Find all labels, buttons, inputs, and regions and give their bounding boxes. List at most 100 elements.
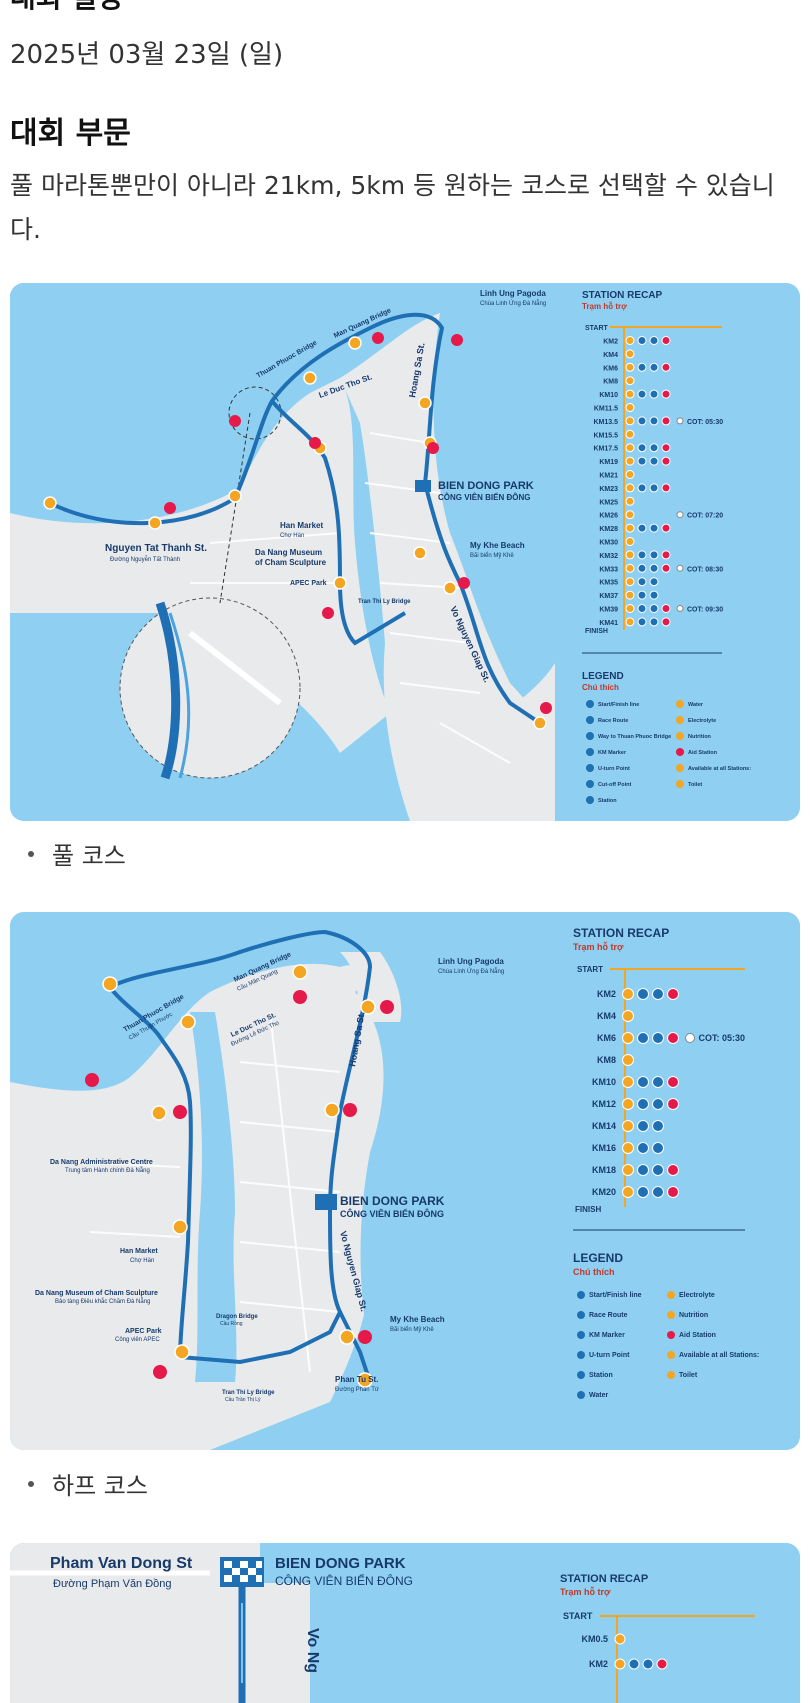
half-station-icon bbox=[667, 1186, 679, 1198]
half-course-map[interactable]: BIEN DONG PARK CÔNG VIÊN BIỂN ĐÔNG Linh … bbox=[10, 912, 800, 1450]
half-legend-label: Race Route bbox=[589, 1312, 628, 1319]
full-station-icon bbox=[625, 550, 635, 560]
half-station-icon bbox=[637, 1120, 649, 1132]
full-finish-label: FINISH bbox=[585, 628, 608, 635]
fivek-park-label: BIEN DONG PARK bbox=[275, 1555, 406, 1572]
full-station-icon bbox=[625, 362, 635, 372]
full-legend-icon bbox=[676, 700, 684, 708]
half-legend-icon bbox=[667, 1351, 675, 1359]
full-station-icon bbox=[625, 537, 635, 546]
half-station-icon bbox=[622, 1186, 634, 1198]
full-station-icon bbox=[625, 456, 635, 466]
full-legend-icon bbox=[676, 716, 684, 724]
half-station-icon bbox=[637, 1076, 649, 1088]
full-station-icon bbox=[625, 496, 635, 506]
half-apec-vn: Công viên APEC bbox=[115, 1337, 160, 1343]
half-legend-label: Nutrition bbox=[679, 1312, 708, 1319]
full-station-icon bbox=[637, 416, 647, 426]
full-station-km: KM35 bbox=[599, 580, 618, 587]
full-legend-label: Toilet bbox=[688, 782, 702, 788]
fivek-station-icon bbox=[614, 1633, 626, 1645]
full-legend-icon bbox=[586, 716, 594, 724]
full-legend-label: Cut-off Point bbox=[598, 782, 631, 788]
full-station-icon bbox=[649, 483, 659, 493]
full-apec-label: APEC Park bbox=[290, 580, 327, 587]
full-station-icon bbox=[625, 349, 635, 359]
half-apec-label: APEC Park bbox=[125, 1328, 162, 1335]
half-station-icon bbox=[622, 1098, 634, 1110]
full-station-icon bbox=[625, 336, 635, 345]
full-mykhe-label: My Khe Beach bbox=[470, 541, 525, 550]
full-legend-label: KM Marker bbox=[598, 750, 627, 756]
full-station-icon bbox=[625, 523, 635, 533]
full-museum-label2: of Cham Sculpture bbox=[255, 558, 327, 567]
full-station-icon bbox=[625, 429, 635, 439]
half-station-icon bbox=[667, 1076, 679, 1088]
half-dragon-label: Dragon Bridge bbox=[216, 1314, 258, 1320]
full-station-km: KM32 bbox=[599, 553, 618, 560]
schedule-heading: 대회 일정 bbox=[10, 0, 796, 16]
half-course-caption: 하프 코스 bbox=[28, 1466, 148, 1501]
half-station-km: KM8 bbox=[597, 1055, 616, 1065]
full-legend-sub: Chú thích bbox=[582, 683, 619, 692]
full-legend-icon bbox=[586, 700, 594, 708]
full-legend-icon bbox=[586, 732, 594, 740]
full-pagoda-label: Linh Ung Pagoda bbox=[480, 289, 546, 298]
half-station-km: KM20 bbox=[592, 1187, 616, 1197]
full-park-label: BIEN DONG PARK bbox=[438, 480, 534, 492]
half-station-icon bbox=[637, 1032, 649, 1044]
fivek-station-km: KM2 bbox=[589, 1659, 608, 1669]
half-finish-label: FINISH bbox=[575, 1205, 601, 1214]
full-station-icon bbox=[649, 443, 659, 453]
full-course-map[interactable]: BIEN DONG PARK CÔNG VIÊN BIỂN ĐÔNG Linh … bbox=[10, 283, 800, 821]
full-station-icon bbox=[661, 617, 671, 627]
full-station-icon bbox=[637, 483, 647, 493]
full-cutoff-time: COT: 09:30 bbox=[687, 607, 723, 614]
race-date: 2025년 03월 23일 (일) bbox=[10, 40, 284, 70]
half-legend-sub: Chú thích bbox=[573, 1267, 615, 1277]
half-station-icon bbox=[637, 1186, 649, 1198]
half-legend-label: Aid Station bbox=[679, 1332, 716, 1339]
fivek-recap-title: STATION RECAP bbox=[560, 1573, 648, 1585]
half-station-icon bbox=[622, 1010, 634, 1022]
full-station-km: KM4 bbox=[603, 352, 618, 359]
full-station-icon bbox=[637, 563, 647, 573]
full-station-km: KM13.5 bbox=[593, 419, 618, 426]
full-station-km: KM28 bbox=[599, 526, 618, 533]
half-station-km: KM2 bbox=[597, 989, 616, 999]
half-recap-title: STATION RECAP bbox=[573, 926, 669, 940]
half-pagoda-vn: Chùa Linh Ứng Đà Nẵng bbox=[438, 968, 504, 975]
half-legend-label: Toilet bbox=[679, 1372, 698, 1379]
five-km-course-map[interactable]: Pham Van Dong St Đường Phạm Văn Đồng BIE… bbox=[10, 1543, 800, 1703]
full-station-icon bbox=[625, 416, 635, 426]
half-station-icon bbox=[667, 1098, 679, 1110]
full-station-icon bbox=[661, 563, 671, 573]
full-station-icon bbox=[637, 523, 647, 533]
full-station-icon bbox=[649, 563, 659, 573]
half-station-icon bbox=[667, 1164, 679, 1176]
full-station-icon bbox=[625, 470, 635, 479]
full-station-icon bbox=[625, 617, 635, 627]
half-station-icon bbox=[652, 1186, 664, 1198]
full-station-icon bbox=[649, 617, 659, 627]
full-station-km: KM8 bbox=[603, 379, 618, 386]
full-station-icon bbox=[649, 523, 659, 533]
full-station-icon bbox=[625, 563, 635, 573]
half-station-icon bbox=[637, 1142, 649, 1154]
full-station-icon bbox=[625, 483, 635, 493]
half-station-icon bbox=[667, 1032, 679, 1044]
full-station-icon bbox=[661, 336, 671, 345]
full-station-icon bbox=[649, 416, 659, 426]
half-station-km: KM12 bbox=[592, 1099, 616, 1109]
half-admin-vn: Trung tâm Hành chính Đà Nẵng bbox=[65, 1167, 150, 1174]
full-station-icon bbox=[625, 443, 635, 453]
full-legend-label: Available at all Stations: bbox=[688, 766, 751, 772]
half-museum-vn: Bảo tàng Điêu khắc Chăm Đà Nẵng bbox=[55, 1298, 150, 1305]
full-han-vn: Chợ Hàn bbox=[280, 533, 304, 539]
half-station-icon bbox=[637, 1098, 649, 1110]
full-legend-label: Aid Station bbox=[688, 750, 718, 756]
full-legend-icon bbox=[586, 780, 594, 788]
full-station-icon bbox=[637, 577, 647, 587]
full-station-icon bbox=[649, 590, 659, 600]
